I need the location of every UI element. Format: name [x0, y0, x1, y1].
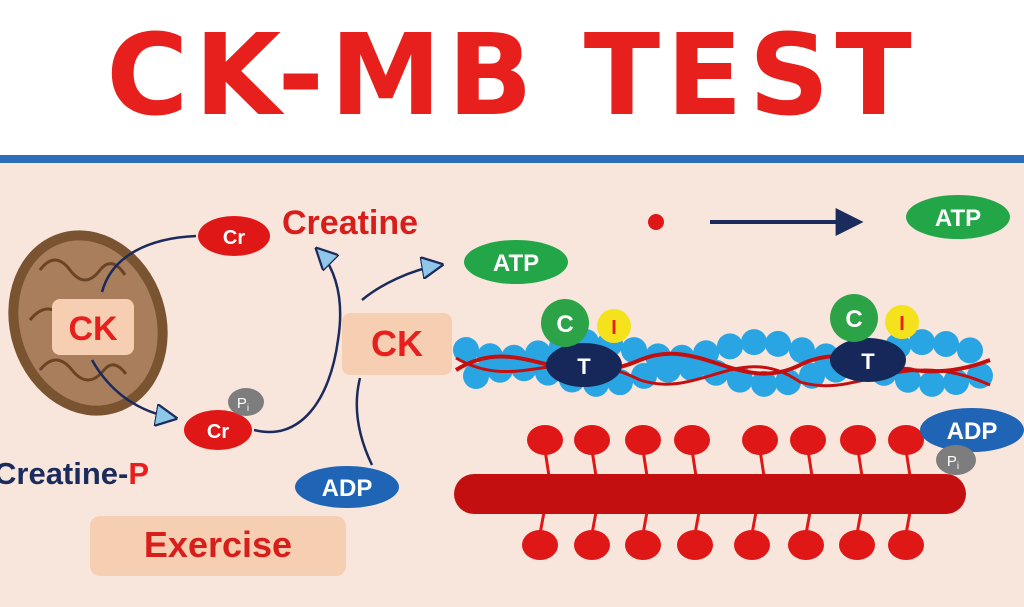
myosin-head [888, 425, 924, 455]
cr-creatine-node: Cr [198, 216, 270, 256]
creatine-label: Creatine [282, 204, 418, 242]
myosin-head [788, 530, 824, 560]
pi-right-p: P [947, 453, 957, 470]
actin-bead [751, 370, 777, 397]
pi-i: i [247, 403, 249, 414]
actin-bead [909, 329, 935, 356]
myosin-head [790, 425, 826, 455]
troponin-t-1: T [577, 354, 591, 379]
myosin-thick-filament [454, 474, 966, 514]
cr-phosphate-node: Cr [184, 410, 252, 450]
myosin-head [574, 530, 610, 560]
svg-text:Pi: Pi [947, 453, 959, 472]
atp-badge-center: ATP [464, 240, 568, 284]
ck-mito-box: CK [52, 299, 134, 355]
atp-top-label: ATP [935, 205, 981, 232]
pi-badge-left: Pi [228, 388, 264, 416]
ck-center-label: CK [371, 323, 423, 364]
cr-label: Cr [223, 227, 245, 249]
pi-right-i: i [957, 461, 959, 472]
atp-badge-top: ATP [906, 195, 1010, 239]
ck-center-box: CK [342, 313, 452, 375]
exercise-box: Exercise [90, 516, 346, 576]
arrow-to-creatine-p [90, 359, 174, 418]
arrow-adp-in [355, 377, 374, 466]
calcium-dot [648, 214, 664, 230]
troponin-complex-1: T C I [541, 299, 631, 387]
myosin-head [888, 530, 924, 560]
ck-mito-label: CK [68, 310, 118, 348]
myosin-head [677, 530, 713, 560]
title-band: CK-MB TEST [0, 0, 1024, 155]
atp-center-label: ATP [493, 250, 539, 277]
myosin-head [742, 425, 778, 455]
myosin-head [527, 425, 563, 455]
svg-text:Pi: Pi [237, 395, 249, 414]
myosin-head [625, 530, 661, 560]
arrow-to-cr [100, 234, 197, 293]
cr-p-label: Cr [207, 421, 229, 443]
actin-bead [919, 370, 945, 397]
arrow-atp-out [361, 265, 440, 301]
page-title: CK-MB TEST [106, 11, 918, 141]
troponin-c-2: C [845, 306, 862, 333]
creatine-p-label: Creatine-P [0, 456, 149, 491]
myosin-head [574, 425, 610, 455]
actin-bead [933, 330, 959, 357]
arrow-pi-out [253, 250, 342, 434]
myosin-head [734, 530, 770, 560]
creatine-p-suffix: P [128, 456, 149, 491]
myosin-head [522, 530, 558, 560]
exercise-label: Exercise [144, 524, 292, 565]
actin-bead [717, 333, 743, 360]
troponin-c-1: C [556, 311, 573, 338]
actin-bead [789, 337, 815, 364]
title-divider [0, 155, 1024, 163]
myosin-head [839, 530, 875, 560]
pi-badge-right: Pi [936, 445, 976, 475]
myosin-head [840, 425, 876, 455]
actin-bead [621, 337, 647, 364]
adp-badge-center: ADP [295, 466, 399, 508]
actin-bead [775, 369, 801, 396]
actin-bead [957, 337, 983, 364]
adp-right-label: ADP [947, 418, 998, 445]
adp-center-label: ADP [322, 475, 373, 502]
troponin-i-1: I [611, 317, 617, 339]
adp-badge-right: ADP [920, 408, 1024, 452]
troponin-complex-2: T C I [830, 294, 919, 382]
creatine-p-main: Creatine- [0, 456, 128, 491]
actin-filament [453, 329, 993, 397]
troponin-t-2: T [861, 349, 875, 374]
actin-bead [765, 330, 791, 357]
troponin-i-2: I [899, 313, 905, 335]
myosin-head [674, 425, 710, 455]
actin-bead [741, 329, 767, 356]
pi-p: P [237, 395, 247, 412]
actin-bead [453, 337, 479, 363]
myosin-heads [522, 425, 924, 560]
myosin-head [625, 425, 661, 455]
